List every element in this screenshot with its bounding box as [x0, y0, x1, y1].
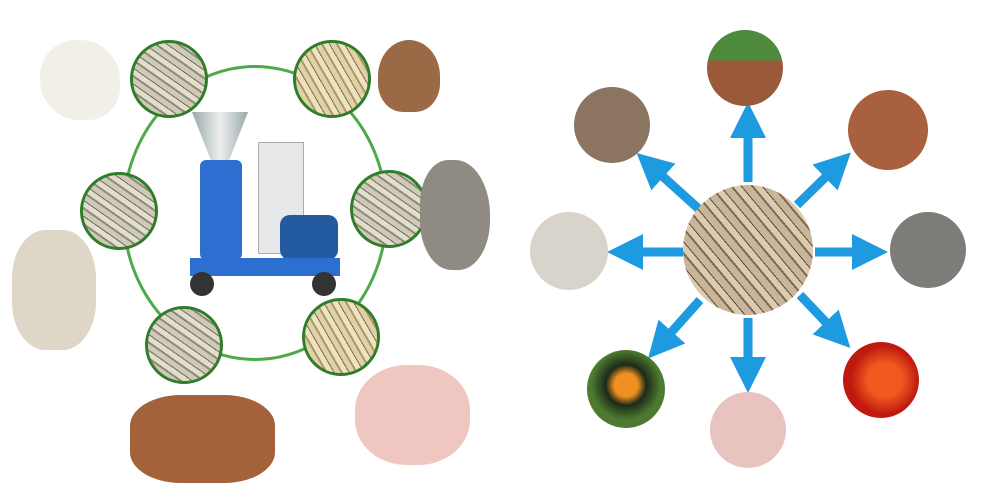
arrow-down-right: [796, 291, 851, 349]
pellet-sample-goose: [350, 170, 428, 248]
poultry-flock-photo: [574, 87, 650, 163]
pellet-sample-rabbit: [293, 40, 371, 118]
geese-photo: [890, 212, 966, 288]
pellet-sample-cow: [145, 306, 223, 384]
pellet-sample-chicken: [130, 40, 208, 118]
pigs-photo: [710, 392, 786, 468]
chicken-image: [40, 40, 120, 120]
chickens-photo: [848, 90, 928, 170]
arrow-up-left: [636, 152, 704, 214]
cow-image: [130, 395, 275, 483]
pellet-sample-pig: [302, 298, 380, 376]
goose-image: [420, 160, 490, 270]
pellet-sample-sheep: [80, 172, 158, 250]
cattle-photo: [707, 30, 783, 106]
pig-image: [355, 365, 470, 465]
fish-photo: [843, 342, 919, 418]
sheep-photo: [530, 212, 608, 290]
center-wood-pellets: [683, 185, 813, 315]
arrow-up-right: [793, 152, 851, 209]
bird-photo: [587, 350, 665, 428]
sheep-image: [12, 230, 96, 350]
rabbit-image: [378, 40, 440, 112]
arrow-down-left: [648, 297, 704, 359]
